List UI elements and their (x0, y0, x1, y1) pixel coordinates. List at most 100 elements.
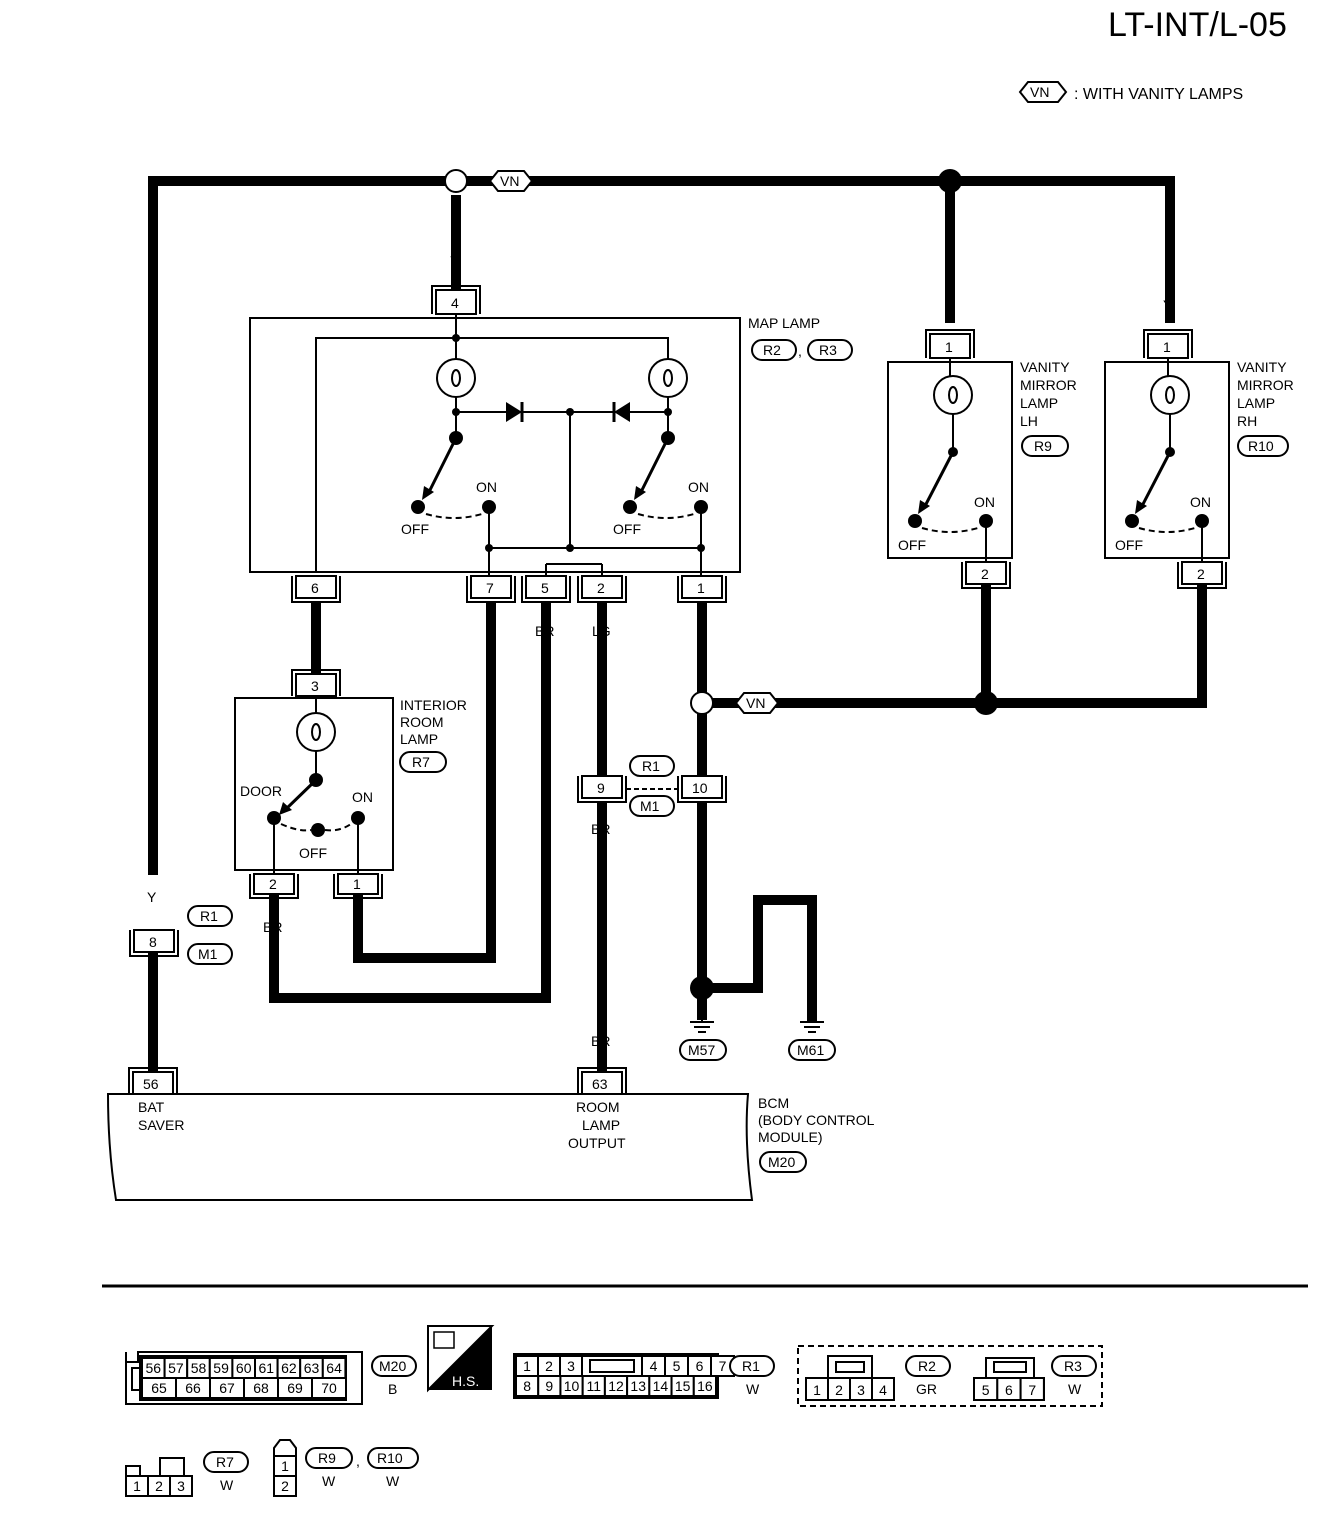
pin-cell (169, 1475, 193, 1497)
svg-text:1: 1 (353, 876, 361, 892)
pin-cell (871, 1377, 895, 1401)
svg-text:M20: M20 (768, 1154, 795, 1170)
svg-text:B: B (752, 937, 761, 953)
pin-label: 67 (219, 1380, 235, 1396)
svg-text:1: 1 (945, 339, 953, 355)
pin-label: 9 (545, 1378, 553, 1394)
svg-text:(BODY CONTROL: (BODY CONTROL (758, 1112, 875, 1128)
svg-text:B: B (353, 919, 362, 935)
svg-text:ON: ON (352, 789, 373, 805)
pin-label: 56 (146, 1360, 162, 1376)
svg-text:,: , (356, 1453, 360, 1469)
svg-text:M61: M61 (797, 1042, 824, 1058)
splice-lower-right (974, 691, 998, 715)
page-code: LT-INT/L-05 (1108, 6, 1287, 44)
pin-label: 15 (675, 1378, 691, 1394)
pin-label: 4 (879, 1382, 887, 1398)
ground-splice (690, 976, 714, 1000)
svg-text:BR: BR (591, 1033, 610, 1049)
pin-label: 69 (287, 1380, 303, 1396)
svg-text:B: B (696, 821, 705, 837)
pin-label: 14 (653, 1378, 669, 1394)
svg-text:BCM: BCM (758, 1095, 789, 1111)
vn-tag-top: VN (488, 170, 534, 192)
interior-room-lamp: 3 DOOR ON OFF 2 1 (234, 669, 394, 899)
pin-label: 11 (587, 1378, 602, 1394)
svg-text:ON: ON (1190, 494, 1211, 510)
pin-label: 6 (1005, 1382, 1013, 1398)
svg-text:: WITH VANITY LAMPS: : WITH VANITY LAMPS (1074, 86, 1243, 103)
vanity-legend: VN : WITH VANITY LAMPS (1018, 81, 1243, 103)
svg-text:OFF: OFF (613, 521, 641, 537)
svg-text:VANITY: VANITY (1020, 359, 1070, 375)
svg-text:MIRROR: MIRROR (1020, 377, 1077, 393)
pin-label: 5 (982, 1382, 990, 1398)
splice-top-right (938, 169, 962, 193)
svg-text:BR: BR (535, 623, 554, 639)
pin-label: 59 (213, 1360, 229, 1376)
svg-text:B: B (1197, 609, 1206, 625)
joint-connector-8: 8 R1 M1 (129, 905, 233, 965)
pin-label: 12 (608, 1378, 624, 1394)
svg-text:LAMP: LAMP (1237, 395, 1275, 411)
svg-text:R10: R10 (1248, 438, 1274, 454)
svg-text:OFF: OFF (299, 845, 327, 861)
svg-text:MAP LAMP: MAP LAMP (748, 315, 820, 331)
pin-label: 3 (567, 1358, 575, 1374)
svg-text:R9: R9 (318, 1450, 336, 1466)
svg-text:Y: Y (1163, 297, 1173, 313)
bcm: 56 63 BAT SAVER ROOM LAMP OUTPUT (106, 1067, 754, 1201)
pin-label: 57 (168, 1360, 184, 1376)
svg-text:3: 3 (311, 678, 319, 694)
svg-text:VANITY: VANITY (1237, 359, 1287, 375)
svg-text:B: B (806, 937, 815, 953)
svg-text:R9: R9 (1034, 438, 1052, 454)
svg-text:ROOM: ROOM (576, 1099, 620, 1115)
svg-text:2: 2 (269, 876, 277, 892)
svg-text:VN: VN (1030, 84, 1049, 100)
svg-text:56: 56 (143, 1076, 159, 1092)
svg-text:R: R (147, 975, 157, 991)
svg-text:W: W (322, 1473, 336, 1489)
svg-text:63: 63 (592, 1076, 608, 1092)
pin-label: 3 (177, 1478, 185, 1494)
svg-text:INTERIOR: INTERIOR (400, 697, 467, 713)
joint-connector-r1-m1: 9 10 R1 M1 (577, 755, 727, 817)
connector-view-r9: 12 (273, 1439, 297, 1497)
pin-label: 1 (133, 1478, 141, 1494)
svg-text:W: W (746, 1381, 760, 1397)
svg-text:M20: M20 (379, 1358, 406, 1374)
pin-label: 7 (719, 1358, 727, 1374)
svg-text:LAMP: LAMP (1020, 395, 1058, 411)
svg-text:ON: ON (476, 479, 497, 495)
pin-label: 1 (813, 1382, 821, 1398)
splice-open-top (444, 169, 468, 193)
pin-cell (692, 1375, 717, 1397)
svg-text:MODULE): MODULE) (758, 1129, 823, 1145)
svg-text:BAT: BAT (138, 1099, 165, 1115)
svg-text:B: B (696, 737, 705, 753)
pin-label: 2 (155, 1478, 163, 1494)
pin-label: 3 (857, 1382, 865, 1398)
svg-text:R7: R7 (216, 1454, 234, 1470)
svg-text:R3: R3 (819, 342, 837, 358)
svg-text:7: 7 (486, 580, 494, 596)
svg-text:Y: Y (450, 253, 460, 269)
svg-text:W: W (1068, 1381, 1082, 1397)
svg-text:MIRROR: MIRROR (1237, 377, 1294, 393)
svg-text:B: B (696, 623, 705, 639)
pin-label: 8 (523, 1378, 531, 1394)
pin-cell (273, 1475, 297, 1497)
vanity-lamp-lh: 1 ON OFF 2 (887, 329, 1013, 589)
svg-text:B: B (388, 1381, 397, 1397)
pin-label: 2 (835, 1382, 843, 1398)
svg-text:M57: M57 (688, 1042, 715, 1058)
map-lamp-connector-tags: R2 , R3 (751, 339, 853, 361)
svg-text:Y: Y (147, 889, 157, 905)
pin-label: 68 (253, 1380, 269, 1396)
svg-text:SAVER: SAVER (138, 1117, 184, 1133)
svg-text:Y: Y (311, 623, 321, 639)
svg-text:R1: R1 (200, 908, 218, 924)
pin-cell (1019, 1377, 1045, 1401)
